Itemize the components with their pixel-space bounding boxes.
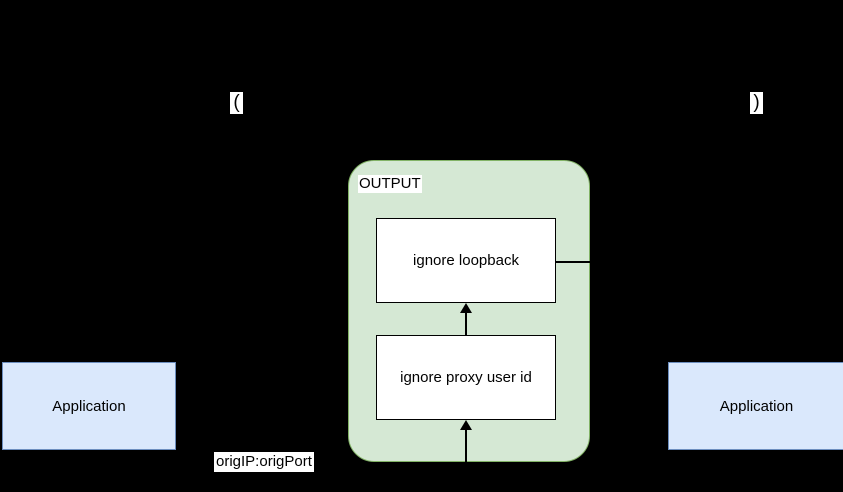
arrowhead-into-proxy-user-id [460, 420, 472, 430]
connector-proxy-user-id-to-loopback [465, 311, 467, 335]
process-box-ignore-proxy-user-id-label: ignore proxy user id [400, 369, 532, 386]
process-box-ignore-loopback[interactable]: ignore loopback [376, 218, 556, 303]
process-box-ignore-loopback-label: ignore loopback [413, 252, 519, 269]
application-box-left[interactable]: Application [2, 362, 176, 450]
close-paren-marker: ) [750, 92, 763, 114]
connector-loopback-to-right [556, 261, 592, 263]
application-box-right-label: Application [719, 397, 794, 415]
process-box-ignore-proxy-user-id[interactable]: ignore proxy user id [376, 335, 556, 420]
arrowhead-into-ignore-loopback [460, 303, 472, 313]
open-paren-marker: ( [230, 92, 243, 114]
edge-label-orig-ip-port: origIP:origPort [214, 452, 314, 472]
application-box-left-label: Application [52, 397, 126, 415]
connector-bottom-to-proxy-user-id [465, 426, 467, 492]
output-group-label: OUTPUT [358, 175, 422, 193]
application-box-right[interactable]: Application [668, 362, 843, 450]
